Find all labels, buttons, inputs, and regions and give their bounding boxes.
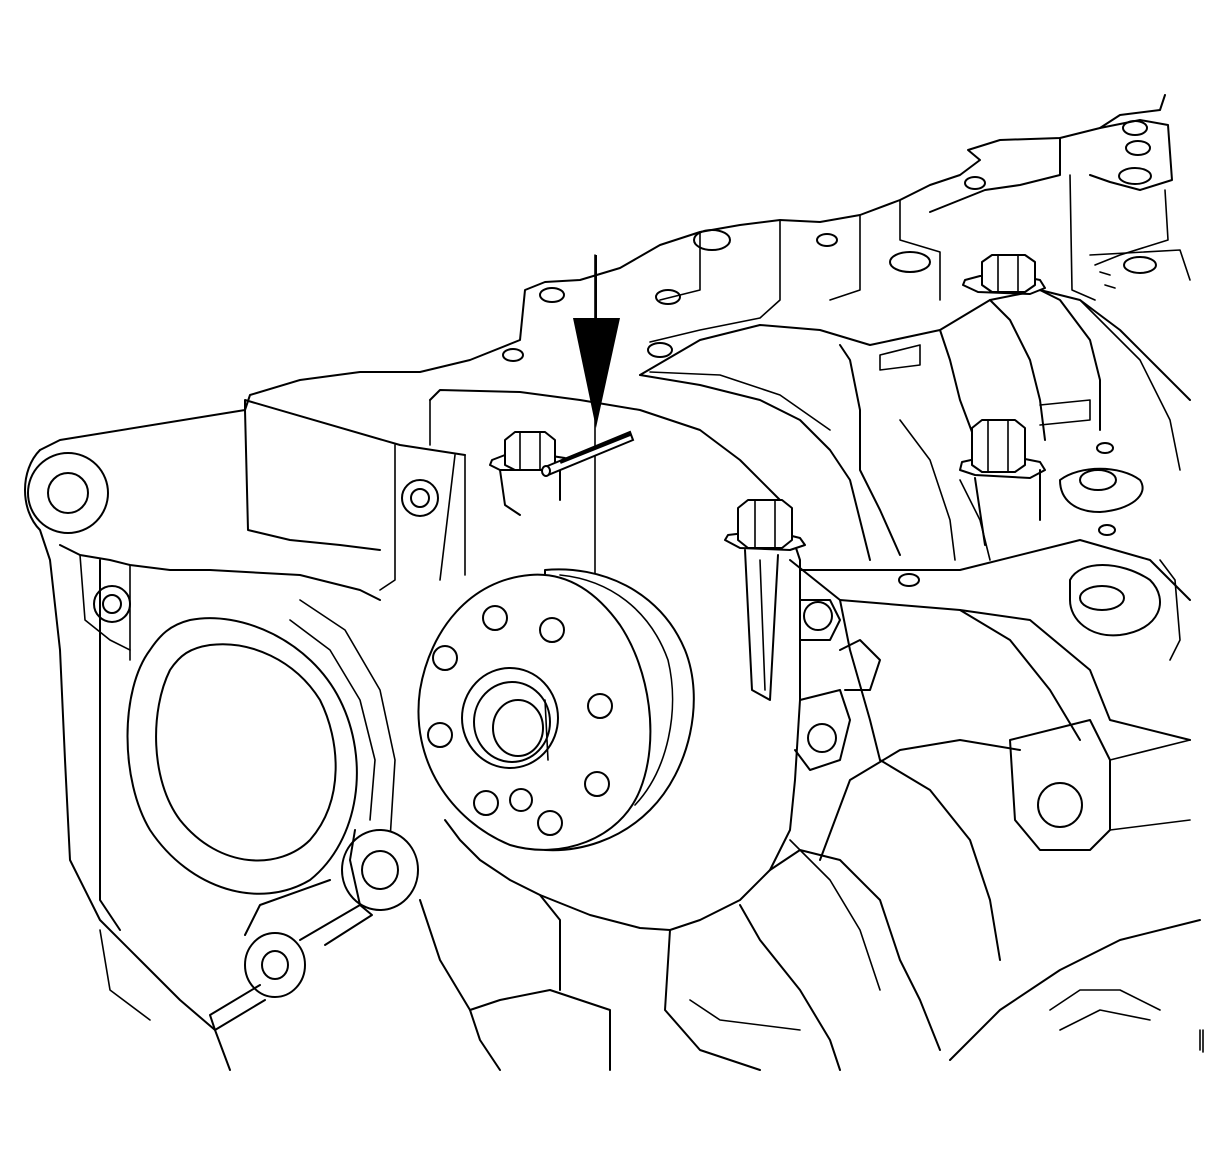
dowel-pin: [541, 430, 635, 477]
crankshaft-sprocket: [417, 568, 695, 852]
lower-bosses: [99, 829, 419, 1031]
main-cap-bolt-4: [962, 254, 1046, 295]
block-right-side: [789, 442, 1191, 851]
crankshaft: [639, 289, 1191, 561]
deck-bolt-holes: [502, 120, 1157, 362]
seal-bore: [126, 599, 396, 895]
main-cap-bolt-2: [724, 499, 806, 701]
lower-block: [419, 739, 1201, 1071]
main-cap-bolt-1: [489, 431, 569, 516]
main-cap-bolt-3: [959, 419, 1046, 546]
callout-arrow: [573, 255, 620, 428]
block-front-face: [24, 399, 466, 1071]
block-upper-deck: [244, 94, 1191, 411]
